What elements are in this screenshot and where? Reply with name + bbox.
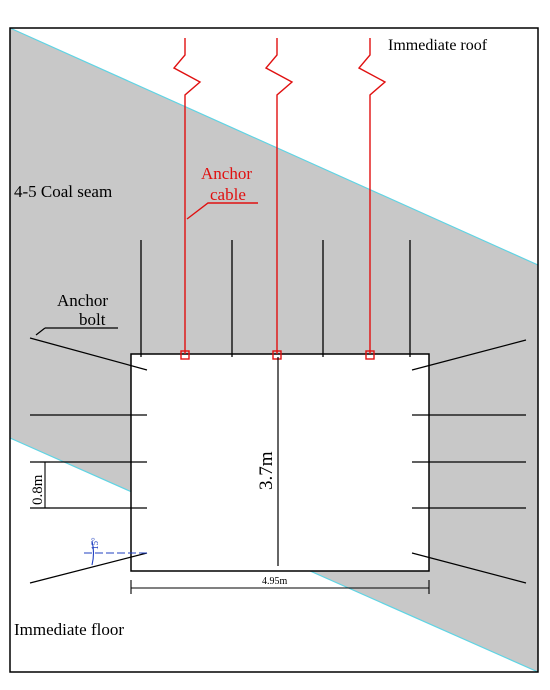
height-dimension-label: 3.7m (256, 451, 277, 490)
anchor-cable (264, 38, 294, 354)
anchor-bolt-label-1: Anchor (57, 291, 108, 310)
cable-anchor-plate (365, 350, 375, 360)
anchor-cable-label-1: Anchor (201, 164, 252, 183)
width-dimension-label: 4.95m (262, 576, 288, 587)
bolt-spacing-dimension (40, 461, 50, 509)
coal-seam-label: 4-5 Coal seam (14, 182, 112, 201)
anchor-bolt-leader (35, 327, 46, 336)
immediate-floor-label: Immediate floor (14, 620, 124, 639)
seam-upper-boundary (9, 27, 539, 266)
roadway-section (130, 353, 430, 572)
immediate-roof-label: Immediate roof (388, 37, 488, 54)
rib-bolt (411, 552, 527, 584)
angle-marker (84, 540, 147, 566)
anchor-cables (172, 38, 387, 360)
bolt-spacing-label: 0.8m (30, 474, 46, 505)
angle-label: 15° (90, 537, 100, 550)
anchor-cable-label-2: cable (210, 185, 246, 204)
anchor-bolt-label-2: bolt (79, 310, 106, 329)
right-rib-bolts (411, 339, 527, 584)
roof-anchor-bolts (140, 240, 411, 357)
outer-frame (9, 27, 539, 673)
cable-anchor-plate (272, 350, 282, 360)
anchor-cable (357, 38, 387, 354)
rib-bolt (29, 337, 148, 371)
width-dimension (130, 580, 430, 594)
cable-anchor-plate (180, 350, 190, 360)
rib-bolt (29, 552, 148, 584)
rib-bolt (411, 339, 527, 371)
anchor-cable (172, 38, 202, 354)
anchor-cable-leader (186, 202, 258, 220)
